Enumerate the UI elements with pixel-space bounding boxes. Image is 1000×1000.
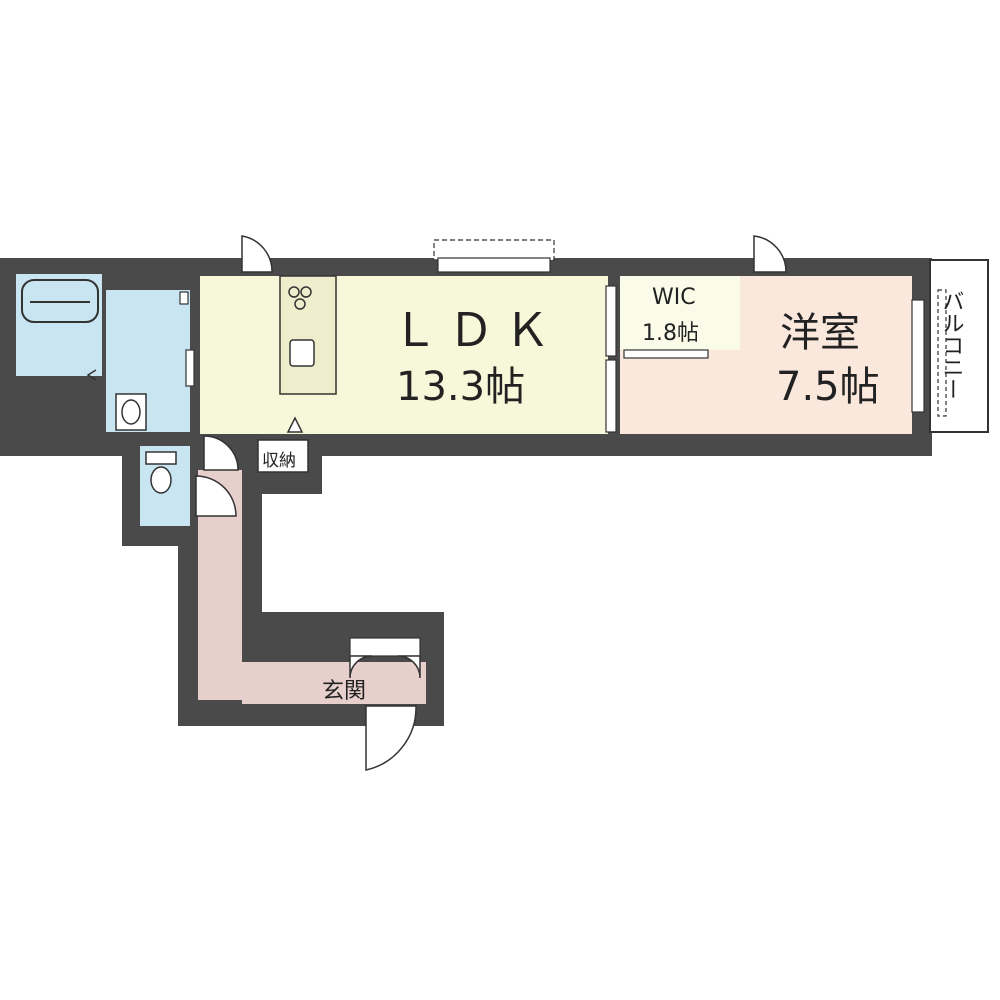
- toilet-icon: [145, 451, 177, 494]
- door-swings: [195, 235, 787, 771]
- bedroom-size: 7.5帖: [776, 364, 880, 410]
- storage-area: [257, 439, 309, 473]
- sink-icon: [115, 393, 147, 431]
- entrance-area: [242, 662, 426, 704]
- ldk-size: 13.3帖: [396, 364, 525, 410]
- wic-name: WIC: [652, 285, 696, 310]
- bathtub-icon: [21, 279, 99, 323]
- bedroom-name: 洋室: [780, 310, 860, 356]
- balcony-inner: [937, 289, 947, 417]
- kitchen-counter: [279, 275, 337, 395]
- wic-size: 1.8帖: [642, 321, 699, 346]
- balcony-name: バルコニー: [939, 290, 964, 400]
- storage-name: 収納: [262, 451, 296, 471]
- marker-icon: [286, 416, 304, 433]
- entrance-name: 玄関: [322, 679, 366, 704]
- bath-area: [16, 274, 102, 376]
- balcony-area: [929, 259, 989, 433]
- windows: [179, 239, 925, 657]
- ldk-area: [200, 276, 608, 434]
- ldk-name: ＬＤＫ: [392, 303, 560, 357]
- marker-icon: [86, 369, 97, 381]
- wic-area: [620, 276, 740, 350]
